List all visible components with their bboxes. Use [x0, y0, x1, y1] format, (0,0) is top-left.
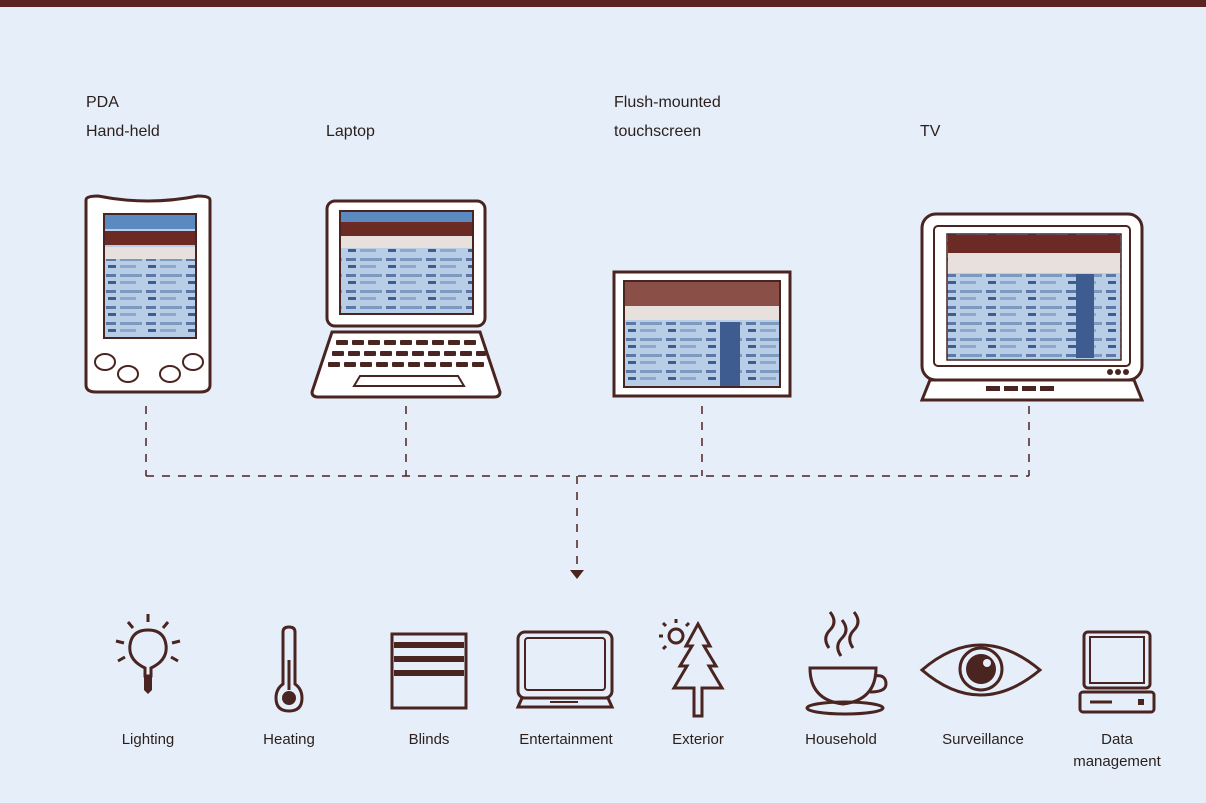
tv-icon [515, 630, 615, 709]
control-label-surveillance: Surveillance [942, 731, 1024, 748]
tree-sun-icon [659, 619, 725, 718]
control-label-household: Household [805, 731, 877, 748]
arrow-down-icon [570, 570, 584, 579]
top-bar [0, 0, 1206, 7]
touchscreen-device-icon [612, 270, 792, 398]
lightbulb-icon [115, 614, 181, 694]
control-label-heating: Heating [263, 731, 315, 748]
device-label-tv: TV [920, 123, 941, 140]
control-label-lighting: Lighting [121, 731, 175, 748]
control-label-entertainment: Entertainment [519, 731, 613, 748]
blinds-icon [390, 632, 468, 710]
thermometer-icon [274, 625, 304, 713]
tv-device-icon [919, 212, 1145, 402]
pda-device-icon [84, 194, 212, 394]
connector-lines [145, 406, 1030, 579]
coffee-cup-icon [805, 611, 888, 716]
control-label-exterior: Exterior [672, 731, 724, 748]
eye-icon [919, 643, 1043, 697]
device-label-laptop: Laptop [326, 123, 375, 140]
computer-icon [1078, 630, 1156, 714]
control-label-blinds: Blinds [408, 731, 450, 748]
laptop-device-icon [310, 199, 502, 399]
